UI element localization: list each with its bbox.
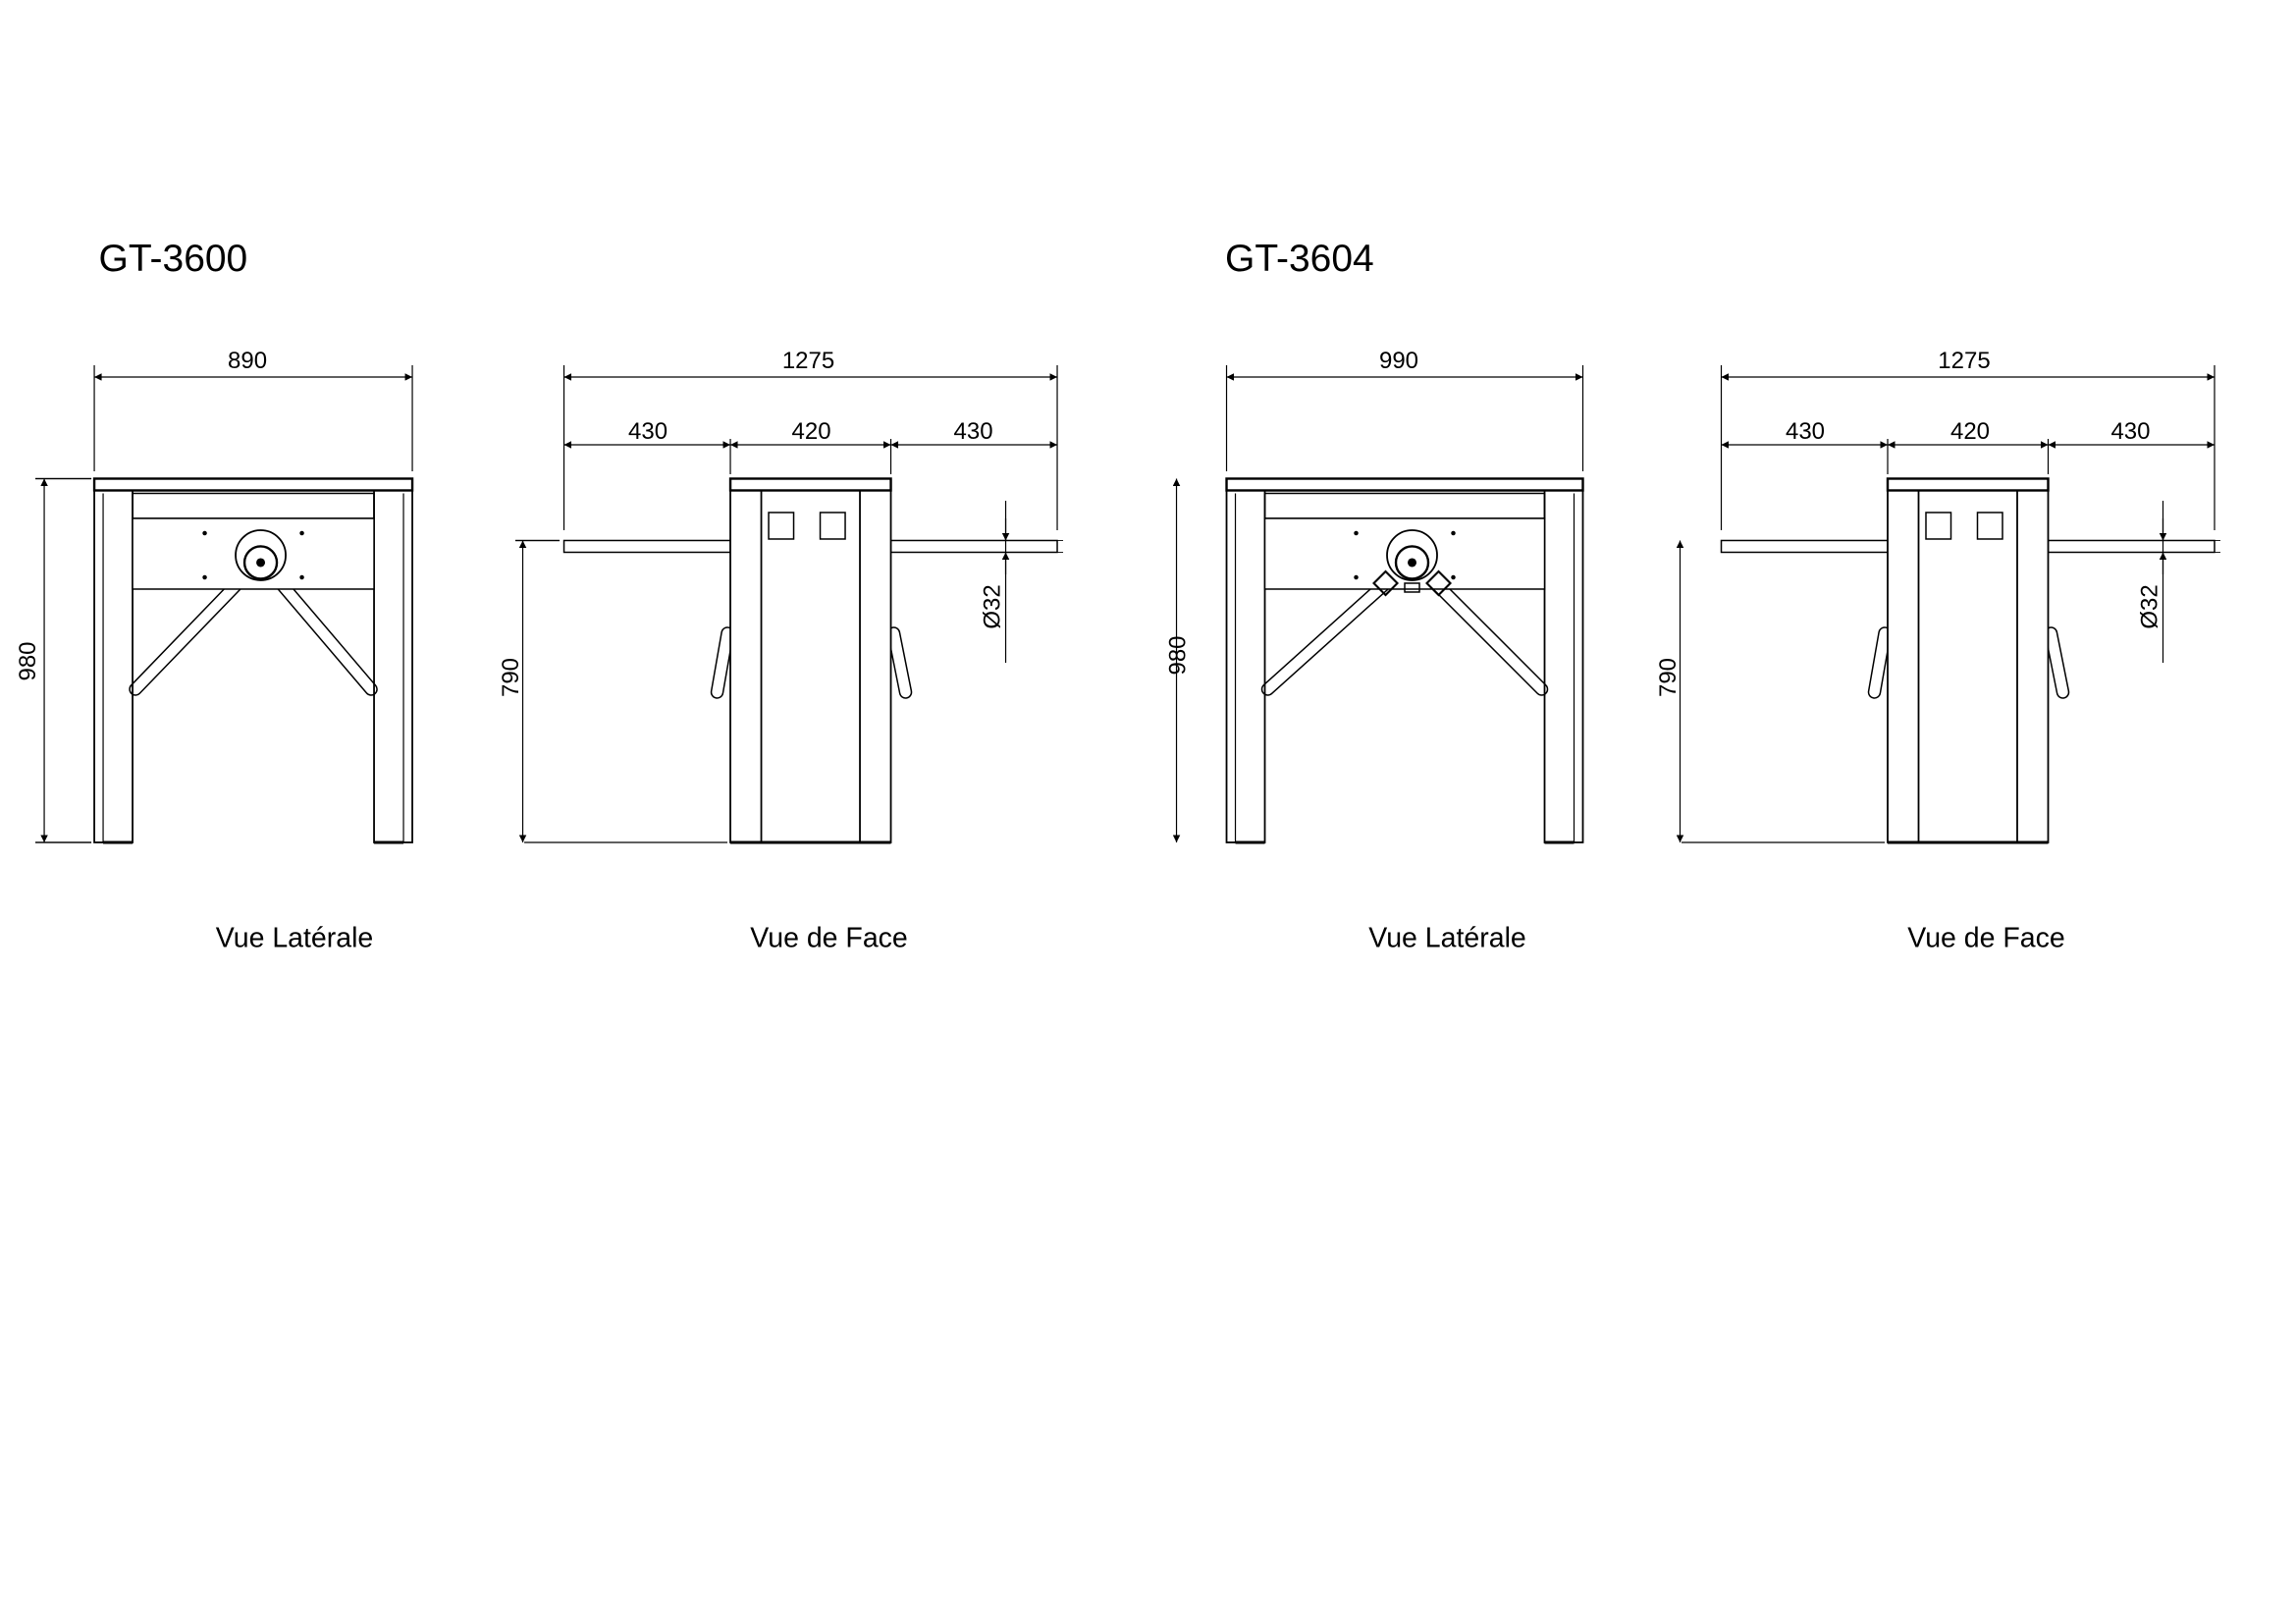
product-gt3604: GT-3604 990 980 1275 430 420 430 790 Ø32…	[1165, 238, 2163, 953]
model-title: GT-3600	[99, 238, 248, 280]
screw	[202, 530, 207, 536]
arm-right-dimension: 430	[954, 418, 993, 445]
screw	[1354, 574, 1359, 580]
right-post	[373, 489, 413, 843]
screw	[1354, 530, 1359, 536]
screw	[299, 574, 304, 580]
arm-left-dimension: 430	[628, 418, 667, 445]
side-height-dimension: 980	[15, 641, 41, 680]
body-top	[728, 477, 892, 492]
left-post	[1225, 489, 1266, 843]
lower-arm-right	[888, 627, 911, 698]
hub-center	[1408, 558, 1417, 568]
side-view-label: Vue Latérale	[1368, 922, 1525, 953]
arm-right-dimension: 430	[2110, 418, 2150, 445]
indicator-right	[819, 512, 846, 540]
indicator-right	[1976, 512, 2003, 540]
hub-center	[256, 558, 266, 568]
arm-mount	[1372, 569, 1453, 597]
arm-height-dimension: 790	[1655, 658, 1682, 697]
upper-plate	[132, 492, 375, 519]
product-gt3600: GT-3600 890 980 1275 430 420 430 790 Ø32…	[15, 238, 1005, 953]
left-arm	[1720, 539, 1889, 554]
turnstile-body	[729, 477, 892, 843]
total-width-dimension: 1275	[1938, 348, 1990, 374]
arm-left-dimension: 430	[1786, 418, 1825, 445]
right-arm	[2047, 539, 2216, 554]
lower-arm-right	[2046, 627, 2068, 698]
hub-block	[1404, 582, 1420, 593]
lower-arm-left	[712, 627, 733, 698]
lower-arm-left	[1869, 627, 1891, 698]
arm-height-dimension: 790	[498, 658, 524, 697]
indicator-left	[1925, 512, 1952, 540]
drawing-geometry	[35, 364, 2220, 844]
side-view-label: Vue Latérale	[216, 922, 373, 953]
upper-plate	[1263, 492, 1546, 519]
body-top	[1886, 477, 2050, 492]
side-width-dimension: 890	[228, 348, 267, 374]
model-title: GT-3604	[1225, 238, 1374, 280]
side-width-dimension: 990	[1379, 348, 1418, 374]
top-bar	[1225, 477, 1584, 492]
total-width-dimension: 1275	[782, 348, 834, 374]
arm-diameter-dimension: Ø32	[980, 584, 1006, 628]
body-width-dimension: 420	[792, 418, 831, 445]
screw	[202, 574, 207, 580]
left-post	[93, 489, 133, 843]
front-view-label: Vue de Face	[750, 922, 907, 953]
screw	[1451, 574, 1456, 580]
top-bar	[92, 477, 414, 492]
front-view-label: Vue de Face	[1907, 922, 2064, 953]
left-arm	[562, 539, 731, 554]
screw	[1451, 530, 1456, 536]
side-height-dimension: 980	[1165, 635, 1192, 675]
indicator-left	[768, 512, 795, 540]
body-width-dimension: 420	[1950, 418, 1990, 445]
right-arm	[889, 539, 1058, 554]
screw	[299, 530, 304, 536]
turnstile-body	[1887, 477, 2050, 843]
right-post	[1543, 489, 1584, 843]
arm-diameter-dimension: Ø32	[2136, 584, 2163, 628]
